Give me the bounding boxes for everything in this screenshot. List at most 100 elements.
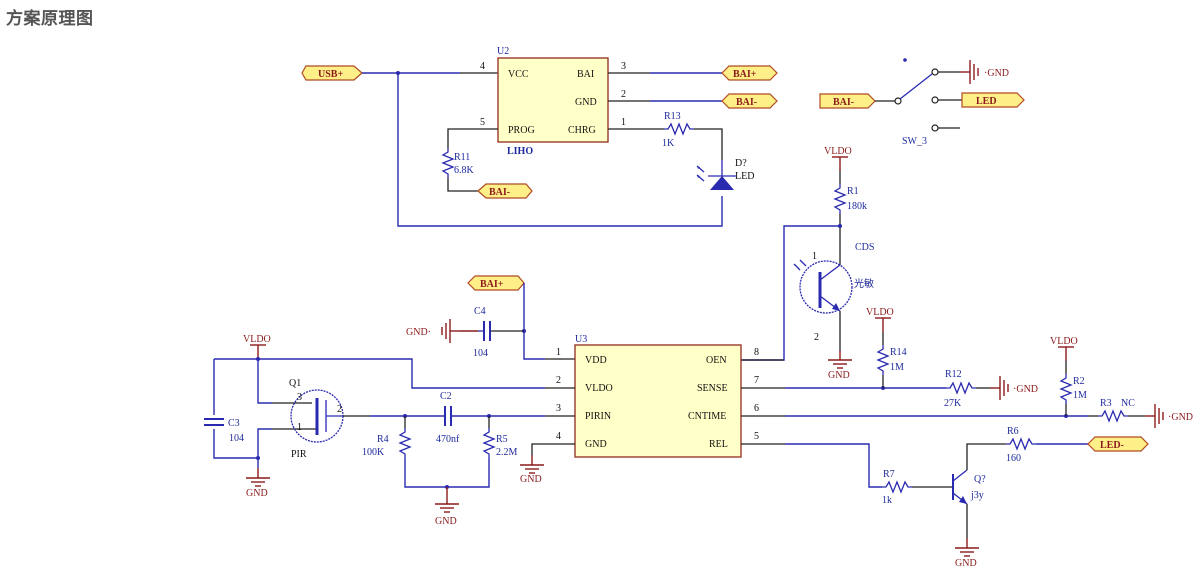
- pin-number: 2: [337, 404, 342, 415]
- pir-sensor-icon: [272, 389, 344, 443]
- component-ref: C4: [474, 306, 486, 317]
- bat-minus-port: BAI-: [477, 183, 533, 199]
- pin-name: VLDO: [585, 383, 613, 394]
- pin-name: GND: [575, 97, 597, 108]
- led-port: LED: [961, 92, 1025, 108]
- pin-name: PROG: [508, 125, 535, 136]
- gnd-icon: [959, 59, 979, 85]
- gnd-icon: [519, 454, 545, 474]
- pin-name: SENSE: [697, 383, 728, 394]
- bat-plus-port: BAI+: [467, 275, 525, 291]
- pin-number: 2: [814, 332, 819, 343]
- junction-dot: [903, 58, 907, 62]
- page-title: 方案原理图: [6, 9, 94, 29]
- component-ref: R4: [377, 434, 389, 445]
- component-ref: CDS: [855, 242, 874, 253]
- wire: [447, 128, 498, 148]
- component-ref: Q1: [289, 378, 301, 389]
- gnd-label: GND: [955, 558, 977, 569]
- component-ref: R1: [847, 186, 859, 197]
- component-ref: R12: [945, 369, 962, 380]
- phototransistor-icon: [793, 259, 853, 314]
- bat-minus-port: BAI-: [819, 93, 876, 109]
- component-value: 470nf: [436, 434, 460, 445]
- component-ref: R13: [664, 111, 681, 122]
- port-label: BAI-: [489, 187, 510, 198]
- pin-name: REL: [709, 439, 728, 450]
- r11-resistor: [442, 147, 454, 179]
- r13-resistor: [663, 123, 695, 135]
- pin-number: 3: [621, 61, 626, 72]
- gnd-icon: [434, 493, 460, 513]
- component-ref: Q?: [974, 474, 986, 485]
- component-ref: R11: [454, 152, 470, 163]
- pin-number: 1: [556, 347, 561, 358]
- wire: [214, 358, 545, 389]
- pin-name: VCC: [508, 69, 529, 80]
- wire: [213, 429, 258, 459]
- component-ref: C3: [228, 418, 240, 429]
- r4-resistor: [399, 427, 411, 459]
- gnd-icon: [441, 318, 461, 344]
- component-value: 160: [1006, 453, 1021, 464]
- gnd-icon: [954, 537, 980, 557]
- component-value: 104: [473, 348, 488, 359]
- junction-dot: [256, 456, 260, 460]
- vldo-label: VLDO: [866, 307, 894, 318]
- r3-resistor: [1097, 410, 1129, 422]
- switch-ref: SW_3: [902, 136, 927, 147]
- pin-name: VDD: [585, 355, 607, 366]
- bat-plus-port: BAI+: [721, 65, 778, 81]
- vldo-label: VLDO: [824, 146, 852, 157]
- port-label: BAI-: [736, 97, 757, 108]
- c2-capacitor-icon: [444, 406, 452, 426]
- gnd-label: ·GND: [984, 68, 1009, 79]
- component-ref: D?: [735, 158, 747, 169]
- component-value: 2.2M: [496, 447, 518, 458]
- component-value: 1M: [890, 362, 904, 373]
- component-value: 1k: [882, 495, 892, 506]
- component-ref: C2: [440, 391, 452, 402]
- component-ref: R7: [883, 469, 895, 480]
- component-value: 光敏: [854, 277, 874, 290]
- component-ref: R6: [1007, 426, 1019, 437]
- pin-name: CNTIME: [688, 411, 726, 422]
- pin-number: 4: [480, 61, 485, 72]
- port-label: USB+: [318, 69, 343, 80]
- gnd-icon: [245, 467, 271, 487]
- component-value: LED: [735, 171, 754, 182]
- wire: [742, 225, 840, 361]
- pin-number: 5: [480, 117, 485, 128]
- pin-name: CHRG: [568, 125, 596, 136]
- wire: [531, 443, 575, 455]
- u3-chip: [574, 344, 742, 458]
- wire: [694, 128, 723, 160]
- wire: [404, 458, 490, 488]
- r14-resistor: [877, 344, 889, 376]
- component-value: NC: [1121, 398, 1135, 409]
- gnd-label: ·GND: [1168, 412, 1193, 423]
- u2-chip: [497, 57, 609, 143]
- pin-number: 6: [754, 403, 759, 414]
- pin-number: 3: [297, 392, 302, 403]
- bat-minus-port: BAI-: [721, 93, 778, 109]
- gnd-label: GND: [520, 474, 542, 485]
- wire: [257, 359, 272, 404]
- pin-number: 1: [621, 117, 626, 128]
- pin-name: BAI: [577, 69, 594, 80]
- component-ref: R3: [1100, 398, 1112, 409]
- gnd-label: GND: [828, 370, 850, 381]
- gnd-label: ·GND: [1013, 384, 1038, 395]
- wire: [523, 283, 545, 360]
- pin-number: 7: [754, 375, 759, 386]
- component-value: 180k: [847, 201, 867, 212]
- led-minus-port: LED-: [1087, 436, 1149, 452]
- port-label: LED-: [1100, 440, 1124, 451]
- wire: [397, 73, 723, 227]
- component-ref: R14: [890, 347, 907, 358]
- switch-icon: [894, 68, 939, 132]
- component-value: 1K: [662, 138, 675, 149]
- pin-number: 5: [754, 431, 759, 442]
- pin-name: OEN: [706, 355, 727, 366]
- gnd-icon: [1144, 403, 1164, 429]
